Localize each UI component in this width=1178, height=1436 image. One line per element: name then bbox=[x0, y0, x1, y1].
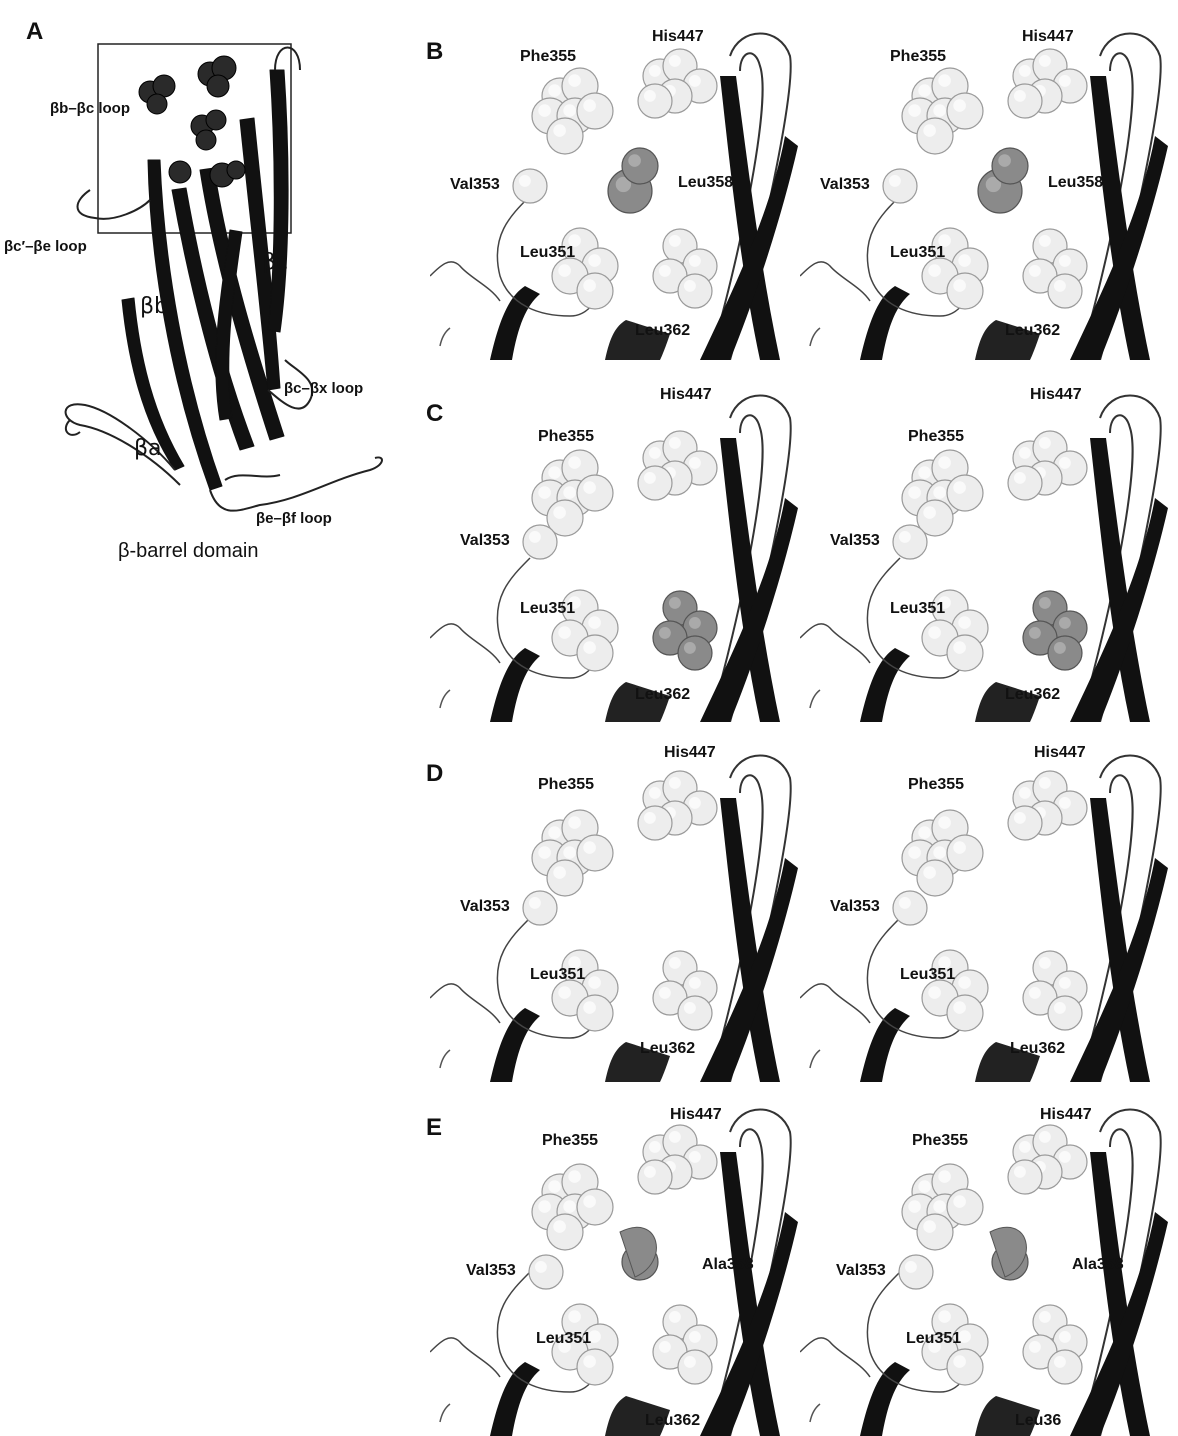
label-ba-prime: βa′ bbox=[134, 436, 167, 461]
label-mut: Ala358 bbox=[702, 1256, 754, 1274]
label-his: His447 bbox=[1022, 28, 1074, 46]
label-phe: Phe355 bbox=[538, 776, 594, 794]
label-mut: Leu358 bbox=[1048, 174, 1103, 192]
panel-a-caption: β-barrel domain bbox=[118, 540, 258, 563]
label-bb: βb bbox=[140, 294, 168, 319]
label-leu362: Leu36 bbox=[1015, 1412, 1061, 1430]
label-leu351: Leu351 bbox=[890, 244, 945, 262]
label-val: Val353 bbox=[830, 532, 880, 550]
label-bc: βc bbox=[262, 250, 288, 275]
label-his: His447 bbox=[660, 386, 712, 404]
label-leu351: Leu351 bbox=[536, 1330, 591, 1348]
label-bb-bc-loop: βb–βc loop bbox=[50, 100, 130, 117]
label-phe: Phe355 bbox=[912, 1132, 968, 1150]
molecular-model bbox=[800, 378, 1170, 722]
label-phe: Phe355 bbox=[890, 48, 946, 66]
label-leu351: Leu351 bbox=[530, 966, 585, 984]
label-bc-prime-be-loop: βc′–βe loop bbox=[4, 238, 87, 255]
label-val: Val353 bbox=[460, 532, 510, 550]
label-val: Val353 bbox=[830, 898, 880, 916]
label-his: His447 bbox=[664, 744, 716, 762]
label-leu362: Leu362 bbox=[1005, 686, 1060, 704]
label-val: Val353 bbox=[836, 1262, 886, 1280]
label-his: His447 bbox=[652, 28, 704, 46]
label-leu362: Leu362 bbox=[1005, 322, 1060, 340]
label-be-bf-loop: βe–βf loop bbox=[256, 510, 332, 527]
beta-barrel-structure bbox=[0, 0, 420, 560]
label-mut: Leu358 bbox=[678, 174, 733, 192]
label-phe: Phe355 bbox=[908, 776, 964, 794]
label-phe: Phe355 bbox=[908, 428, 964, 446]
label-phe: Phe355 bbox=[538, 428, 594, 446]
label-val: Val353 bbox=[450, 176, 500, 194]
label-leu362: Leu362 bbox=[640, 1040, 695, 1058]
label-his: His447 bbox=[1034, 744, 1086, 762]
label-bc-bx-loop: βc–βx loop bbox=[284, 380, 363, 397]
label-leu351: Leu351 bbox=[900, 966, 955, 984]
label-leu362: Leu362 bbox=[635, 686, 690, 704]
label-leu362: Leu362 bbox=[645, 1412, 700, 1430]
label-leu351: Leu351 bbox=[520, 244, 575, 262]
label-mut: Ala358 bbox=[1072, 1256, 1124, 1274]
label-leu362: Leu362 bbox=[635, 322, 690, 340]
label-leu362: Leu362 bbox=[1010, 1040, 1065, 1058]
label-val: Val353 bbox=[460, 898, 510, 916]
label-leu351: Leu351 bbox=[520, 600, 575, 618]
strand-hairpin bbox=[268, 70, 288, 332]
label-val: Val353 bbox=[466, 1262, 516, 1280]
label-val: Val353 bbox=[820, 176, 870, 194]
label-leu351: Leu351 bbox=[890, 600, 945, 618]
label-his: His447 bbox=[670, 1106, 722, 1124]
label-his: His447 bbox=[1030, 386, 1082, 404]
label-phe: Phe355 bbox=[520, 48, 576, 66]
molecular-model bbox=[430, 378, 800, 722]
label-his: His447 bbox=[1040, 1106, 1092, 1124]
panel-a: A βb–βc l bbox=[0, 0, 420, 600]
label-phe: Phe355 bbox=[542, 1132, 598, 1150]
label-leu351: Leu351 bbox=[906, 1330, 961, 1348]
